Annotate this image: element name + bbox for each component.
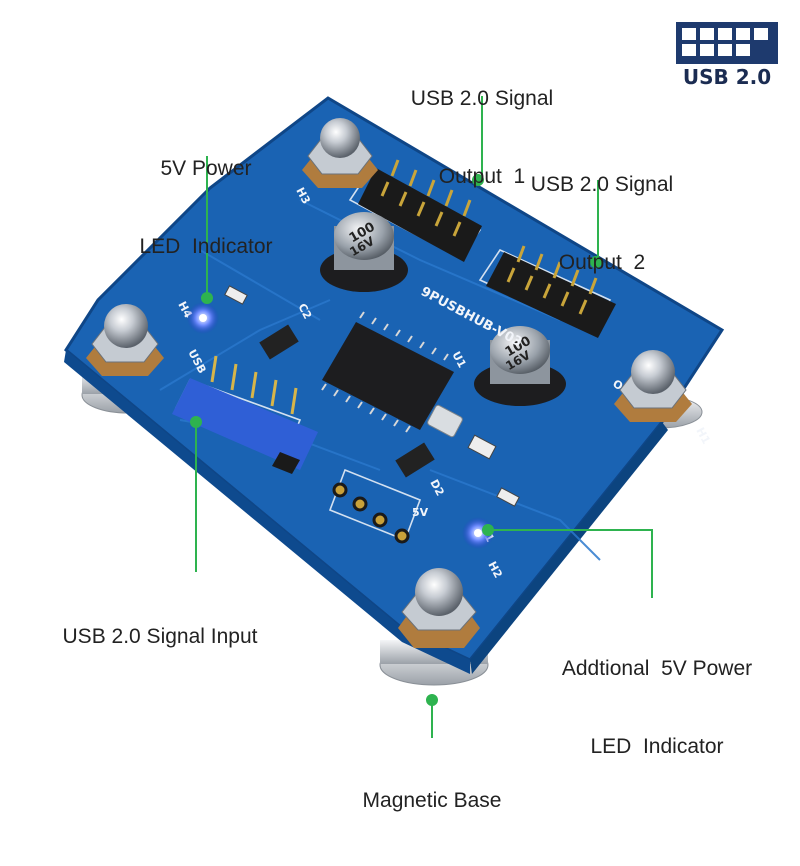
capacitor-ec1: 100 16V — [320, 212, 408, 292]
output2-callout-line2: Output 2 — [558, 251, 646, 274]
product-photo: 100 16V 100 16V 9PUSBHUB-V03 H3 H4 H1 H2… — [30, 22, 778, 812]
output2-callout: USB 2.0 Signal Output 2 — [492, 120, 712, 328]
input-callout-text: USB 2.0 Signal Input — [62, 625, 258, 648]
output1-callout-line2: Output 1 — [438, 165, 526, 188]
power-led-callout: 5V Power LED Indicator — [96, 104, 316, 312]
capacitor-ec2: 100 16V — [474, 326, 566, 406]
usb-badge-text: USB 2.0 — [682, 65, 772, 89]
power-led-callout-line2: LED Indicator — [139, 235, 273, 258]
svg-text:5V: 5V — [412, 506, 429, 519]
crystal-oscillator — [427, 404, 463, 438]
output-header-2 — [486, 245, 616, 338]
mounting-nuts — [86, 118, 692, 648]
input-callout: USB 2.0 Signal Input — [30, 572, 290, 702]
extra-led-callout-line2: LED Indicator — [590, 735, 724, 758]
usb-badge: USB 2.0 — [676, 22, 778, 94]
magnetic-base-callout: Magnetic Base — [322, 736, 542, 866]
output1-callout: USB 2.0 Signal Output 1 — [372, 34, 592, 242]
magnetic-base-callout-text: Magnetic Base — [362, 789, 502, 812]
usb-port-grid-icon — [676, 22, 778, 64]
board-illustration: 100 16V 100 16V 9PUSBHUB-V03 H3 H4 H1 H2… — [64, 96, 725, 738]
hub-chip — [321, 311, 454, 433]
output2-callout-line1: USB 2.0 Signal — [530, 173, 674, 196]
callout-lines — [190, 96, 653, 738]
extra-led-callout-line1: Addtional 5V Power — [561, 657, 753, 680]
power-led-callout-line1: 5V Power — [160, 157, 252, 180]
output1-callout-line1: USB 2.0 Signal — [410, 87, 554, 110]
power-led — [187, 302, 219, 334]
output-header-1 — [358, 159, 482, 262]
input-header — [172, 355, 318, 474]
extra-led-callout: Addtional 5V Power LED Indicator — [534, 604, 780, 812]
svg-text:H1: H1 — [693, 425, 712, 446]
